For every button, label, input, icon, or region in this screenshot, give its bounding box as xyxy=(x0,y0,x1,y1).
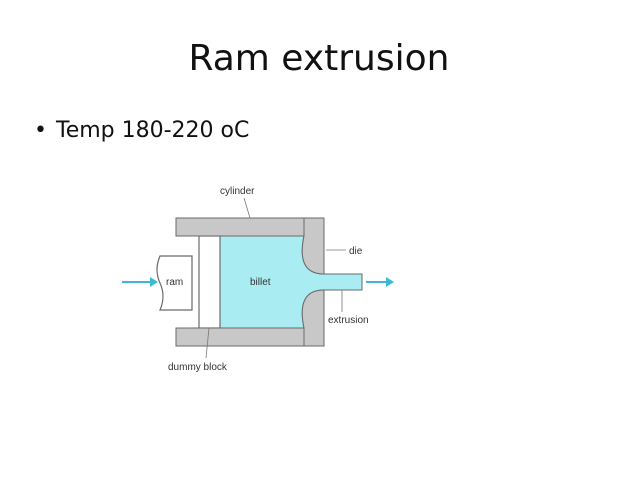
bullet-text-temperature: Temp 180-220 oC xyxy=(56,118,250,143)
ram-extrusion-diagram: cylinder die ram billet extrusion dummy … xyxy=(122,186,394,373)
die-bottom xyxy=(301,289,325,347)
output-arrow-head xyxy=(386,277,394,287)
dummy-block xyxy=(198,235,221,329)
extrusion-label: extrusion xyxy=(328,315,369,326)
cylinder-bottom-wall xyxy=(175,327,305,347)
dummy-block-leader xyxy=(205,327,210,359)
input-arrow-head xyxy=(150,277,158,287)
ram xyxy=(156,255,193,311)
dummy-block-label: dummy block xyxy=(168,362,228,373)
cylinder-label: cylinder xyxy=(220,186,255,197)
billet-label: billet xyxy=(250,277,271,288)
die-top xyxy=(301,217,325,275)
ram-label: ram xyxy=(166,277,183,288)
slide-title: Ram extrusion xyxy=(188,38,450,79)
cylinder-top-wall xyxy=(175,217,305,237)
die-label: die xyxy=(349,246,363,257)
cylinder-leader xyxy=(243,197,251,219)
bullet-marker: • xyxy=(34,118,47,143)
bullet-item: • Temp 180-220 oC xyxy=(34,118,249,143)
